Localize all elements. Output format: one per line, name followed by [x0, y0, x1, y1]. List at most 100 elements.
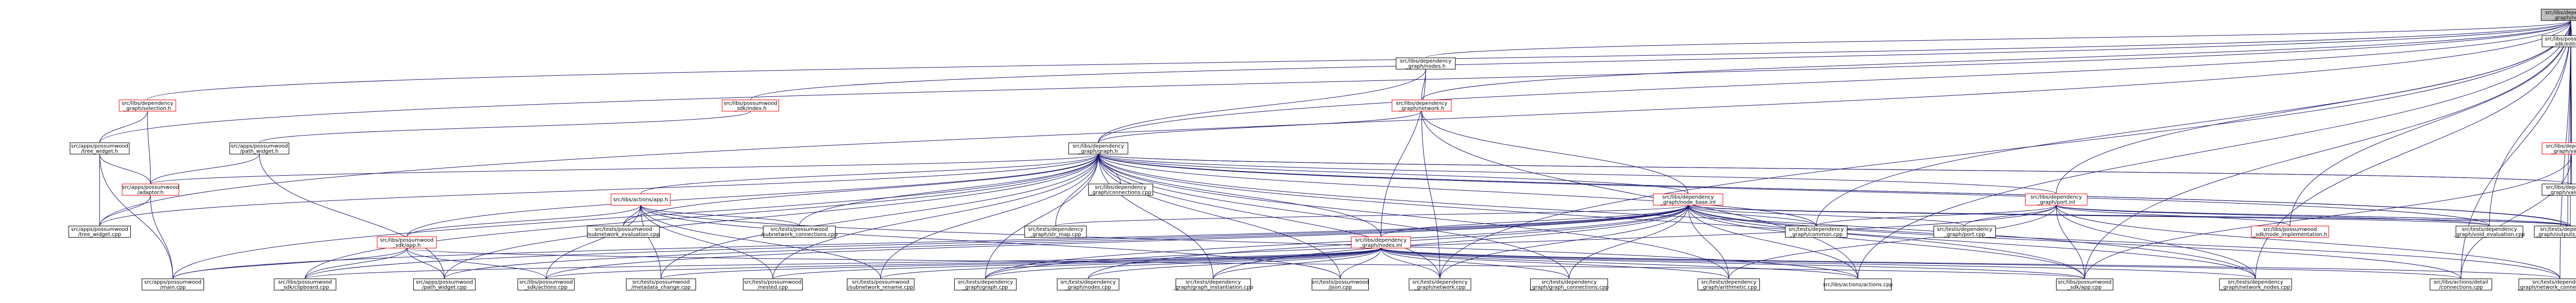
graph-node[interactable]: src/tests/possumwood/subnetwork_rename.c…	[846, 278, 914, 291]
node-box	[2541, 142, 2576, 155]
include-edge	[1098, 17, 2573, 143]
graph-node[interactable]: src/tests/dependency_graph/network_nodes…	[2219, 278, 2292, 291]
graph-node[interactable]: src/libs/dependency_graph/values.h	[2541, 142, 2576, 155]
include-edge	[638, 201, 800, 227]
node-label-line: /tree_widget.cpp	[78, 232, 122, 238]
graph-node[interactable]: src/libs/possumwood_sdk/index.h	[722, 99, 779, 112]
graph-node[interactable]: src/libs/dependency_graph/graph.h	[1068, 142, 1128, 155]
node-label-line: _graph/str_map.cpp	[1029, 232, 1081, 238]
node-label-line: src/libs/dependency	[1355, 238, 1406, 243]
graph-node[interactable]: src/tests/dependency_graph/graph_connect…	[1529, 278, 1609, 291]
graph-node[interactable]: src/tests/dependency_graph/graph_instant…	[1173, 278, 1253, 291]
include-edge	[259, 108, 753, 143]
include-edge	[1686, 201, 2256, 279]
include-edge	[1379, 244, 1858, 279]
graph-node[interactable]: src/tests/possumwood/subnetwork_evaluati…	[587, 226, 660, 238]
include-edge	[97, 150, 151, 184]
graph-node[interactable]: src/tests/possumwood/nested.cpp	[743, 278, 803, 291]
node-label-line: src/tests/possumwood	[595, 227, 652, 232]
graph-node[interactable]: src/tests/dependency_graph/graph.cpp	[954, 278, 1017, 291]
include-edge	[772, 150, 1100, 279]
node-label-line: _graph/common.cpp	[1789, 232, 1843, 238]
include-edge	[406, 150, 1100, 237]
include-edge	[1379, 244, 2462, 279]
graph-node[interactable]: src/tests/dependency_graph/void_evaluati…	[2453, 226, 2525, 238]
graph-node[interactable]: src/tests/dependency_graph/str_map.cpp	[1024, 226, 1087, 238]
include-edge	[2290, 17, 2573, 226]
graph-node[interactable]: src/tests/dependency_graph/outputs_dirty…	[2534, 226, 2576, 238]
node-box	[122, 183, 179, 196]
node-box	[1698, 278, 1760, 291]
node-label-line: src/tests/dependency	[2228, 280, 2283, 285]
graph-node[interactable]: src/apps/possumwood/main.cpp	[142, 278, 205, 291]
node-label-line: src/apps/possumwood	[144, 280, 201, 285]
include-edge	[1419, 108, 1689, 194]
include-edge	[1098, 65, 1428, 143]
graph-node[interactable]: src/tests/dependency_graph/port.cpp	[1933, 226, 1996, 238]
include-edge	[1379, 245, 1440, 279]
graph-node[interactable]: src/libs/dependency_graph/connections.cp…	[1088, 183, 1154, 196]
include-edge	[1055, 150, 1100, 226]
graph-node[interactable]: src/libs/actions/app.h	[611, 193, 671, 206]
node-label-line: _graph/arithmetic.cpp	[1700, 285, 1757, 291]
graph-node[interactable]: src/tests/possumwood/metadata_change.cpp	[625, 278, 696, 291]
node-label-line: _graph/selection.h	[123, 106, 171, 111]
graph-node[interactable]: src/tests/possumwood/json.cpp	[1312, 278, 1369, 291]
node-label-line: _graph/graph.h	[1078, 149, 1118, 155]
include-edge	[1340, 245, 1383, 279]
include-edge	[304, 150, 1100, 279]
include-edge	[1380, 65, 1428, 237]
graph-node[interactable]: src/libs/actions/actions.cpp	[1823, 278, 1893, 291]
graph-node[interactable]: src/libs/dependency_graph/port.inl	[2025, 193, 2088, 206]
include-edge	[148, 192, 174, 279]
node-label-line: _graph/graph_instantiation.cpp	[1173, 285, 1253, 291]
graph-node[interactable]: src/libs/possumwood_sdk/app.h	[377, 236, 437, 248]
include-edge	[173, 201, 1690, 279]
node-label-line: src/libs/dependency	[1400, 59, 1451, 64]
graph-node[interactable]: src/apps/possumwood/adaptor.h	[122, 183, 179, 196]
node-label-line: src/libs/possumwood	[724, 100, 777, 106]
node-box	[229, 142, 290, 155]
graph-node[interactable]: src/tests/possumwood/subnetwork_connecti…	[761, 226, 838, 238]
graph-node[interactable]: src/libs/possumwood_sdk/node_implementat…	[2251, 226, 2329, 238]
node-label-line: src/apps/possumwood	[122, 185, 179, 191]
node-box	[517, 278, 575, 291]
graph-node[interactable]: src/libs/possumwood_sdk/actions.cpp	[517, 278, 575, 291]
graph-node[interactable]: src/apps/possumwood/path_widget.cpp	[413, 278, 476, 291]
graph-node[interactable]: src/tests/dependency_graph/arithmetic.cp…	[1698, 278, 1760, 291]
include-edge	[444, 150, 1100, 279]
graph-node[interactable]: src/libs/dependency_graph/network.h	[1392, 99, 1452, 112]
graph-node[interactable]: src/tests/dependency_graph/network.cpp	[1409, 278, 1471, 291]
node-label-line: src/apps/possumwood	[416, 280, 473, 285]
graph-node[interactable]: src/libs/dependency_graph/selection.h	[118, 99, 176, 112]
graph-node[interactable]: src/tests/dependency_graph/common.cpp	[1785, 226, 1848, 238]
graph-node[interactable]: src/libs/actions/detail/connections.cpp	[2430, 278, 2493, 291]
graph-node[interactable]: src/libs/dependency_graph/nodes.h	[1396, 57, 1456, 70]
node-box	[1392, 99, 1452, 112]
graph-node[interactable]: src/tests/dependency_graph/nodes.cpp	[1057, 278, 1120, 291]
node-box	[68, 226, 131, 238]
graph-root-node[interactable]: src/libs/dependency_graph/node.h	[2540, 9, 2576, 21]
graph-node[interactable]: src/libs/dependency_graph/nodes.inl	[1351, 236, 1411, 248]
graph-node[interactable]: src/apps/possumwood/tree_widget.h	[70, 142, 130, 155]
graph-node[interactable]: src/apps/possumwood/tree_widget.cpp	[68, 226, 131, 238]
graph-node[interactable]: src/libs/possumwood_sdk/app.cpp	[2056, 278, 2113, 291]
include-edge	[1096, 150, 1730, 279]
include-edge	[173, 150, 1100, 279]
graph-node[interactable]: src/apps/possumwood/path_widget.h	[229, 142, 290, 155]
node-label-line: src/tests/dependency	[1937, 227, 1992, 232]
include-edge	[2054, 201, 2291, 227]
node-box	[1175, 278, 1251, 291]
graph-node[interactable]: src/libs/dependency_graph/values.cpp	[2541, 183, 2576, 196]
graph-node[interactable]: src/libs/dependency_graph/node_base.inl	[1653, 193, 1723, 206]
include-edge	[2054, 201, 2256, 279]
node-label-line: src/tests/dependency	[1541, 280, 1597, 285]
node-label-line: _graph/void_evaluation.cpp	[2453, 232, 2525, 238]
node-box	[1088, 183, 1154, 196]
node-box	[954, 278, 1017, 291]
graph-node[interactable]: src/libs/possumwood_sdk/editor.cpp	[2541, 35, 2576, 47]
node-label-line: src/tests/possumwood	[744, 280, 801, 285]
graph-node[interactable]: src/libs/possumwood_sdk/clipboard.cpp	[274, 278, 336, 291]
graph-node[interactable]: src/tests/dependency_graph/network_conne…	[2517, 278, 2576, 291]
include-edge	[1096, 150, 1381, 237]
